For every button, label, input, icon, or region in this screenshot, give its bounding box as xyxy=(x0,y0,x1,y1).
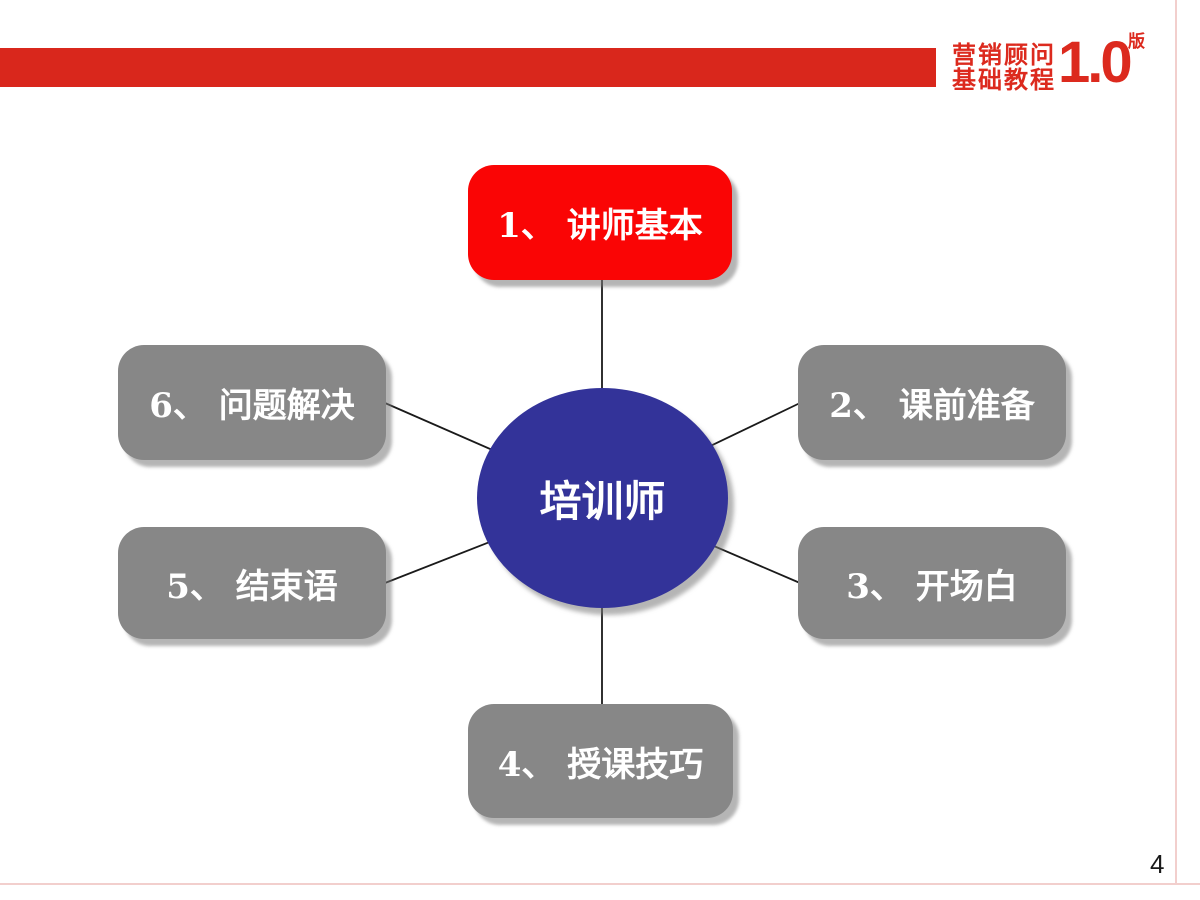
node-5-label: 5、 结束语 xyxy=(166,566,338,607)
node-3-opening-remarks: 3、 开场白 xyxy=(798,527,1066,639)
slide-border-right xyxy=(1175,0,1177,884)
brand-logo-text: 营销顾问 基础教程 xyxy=(952,43,1056,93)
logo-version-number: 1.0 xyxy=(1058,30,1133,95)
node-2-label: 2、 课前准备 xyxy=(829,386,1035,426)
logo-version-suffix: 版 xyxy=(1128,32,1145,51)
node-3-label: 3、 开场白 xyxy=(846,566,1018,607)
center-node-trainer: 培训师 xyxy=(477,388,728,608)
node-4-teaching-skills: 4、 授课技巧 xyxy=(468,704,733,818)
node-6-problem-solving: 6、 问题解决 xyxy=(118,345,386,460)
center-node-label: 培训师 xyxy=(539,476,666,526)
slide-border-bottom xyxy=(0,883,1200,885)
node-1-label: 1、 讲师基本 xyxy=(497,206,703,246)
header-red-bar xyxy=(0,48,936,87)
page-number: 4 xyxy=(1150,849,1165,879)
node-6-label: 6、 问题解决 xyxy=(149,386,355,426)
node-5-closing-words: 5、 结束语 xyxy=(118,527,386,639)
logo-line-1: 营销顾问 xyxy=(952,42,1056,69)
node-2-pre-class-preparation: 2、 课前准备 xyxy=(798,345,1066,460)
logo-line-2: 基础教程 xyxy=(952,67,1056,94)
node-1-lecturer-basics: 1、 讲师基本 xyxy=(468,165,732,280)
node-4-label: 4、 授课技巧 xyxy=(497,744,704,785)
